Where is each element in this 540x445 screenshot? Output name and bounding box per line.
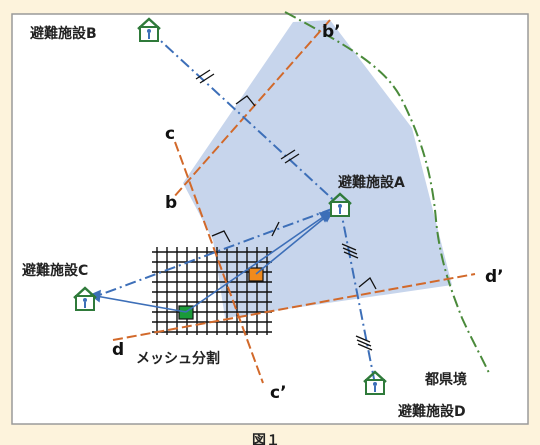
right-angle-marks: [211, 95, 377, 290]
link-a-d: [339, 205, 376, 385]
arrow-green-to-a: [185, 214, 327, 313]
line-letter-d: d: [112, 340, 124, 360]
boundary-label: 都県境: [424, 371, 467, 388]
line-letter-d-prime: d’: [485, 267, 504, 287]
facility-a-icon: [328, 192, 352, 217]
mesh-label: メッシュ分割: [136, 350, 220, 367]
arrow-orange-to-a: [255, 214, 329, 275]
facility-a-region: [183, 20, 452, 318]
link-c-a: [85, 205, 341, 301]
arrow-green-to-c: [95, 295, 187, 313]
facility-d-label: 避難施設D: [398, 403, 466, 420]
prefectural-boundary: [284, 11, 491, 376]
facility-b-icon: [137, 17, 161, 42]
facility-a-label: 避難施設A: [338, 174, 405, 191]
equal-distance-marks: [195, 69, 373, 351]
line-letter-b-prime: b’: [322, 22, 341, 42]
facility-c-icon: [73, 286, 97, 311]
line-letter-c-prime: c’: [270, 383, 287, 403]
line-letter-b: b: [165, 193, 177, 213]
bisector-c: [174, 141, 264, 384]
figure-caption: 図１: [252, 433, 280, 445]
facility-c-label: 避難施設C: [22, 262, 88, 279]
bisector-d: [112, 273, 476, 341]
facility-b-label: 避難施設B: [30, 25, 97, 42]
line-letter-c: c: [165, 124, 175, 144]
link-b-a: [149, 30, 341, 207]
bisector-b: [172, 19, 331, 199]
facility-d-icon: [363, 370, 387, 395]
